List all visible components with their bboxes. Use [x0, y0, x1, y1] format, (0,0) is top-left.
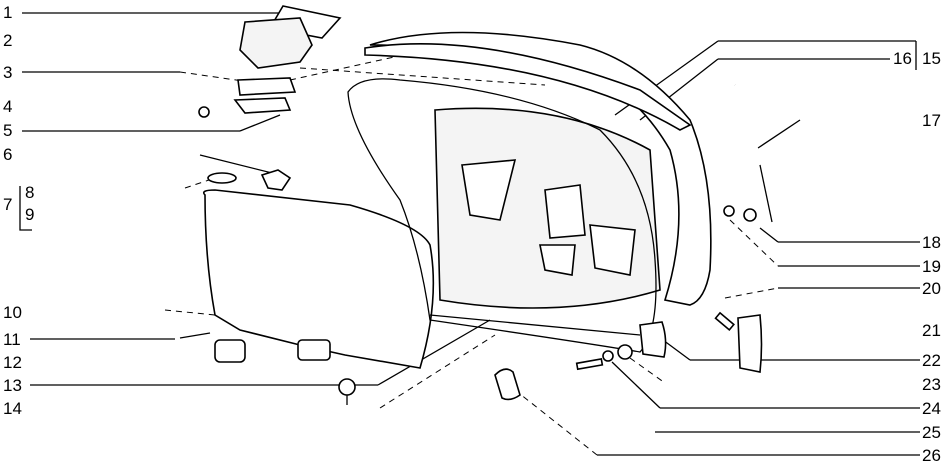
leader-lines-left [19, 12, 496, 409]
callout-14: 14 [3, 399, 22, 418]
callout-12: 12 [3, 353, 22, 372]
callout-2: 2 [3, 31, 13, 50]
callout-10: 10 [3, 303, 22, 322]
callout-21: 21 [922, 321, 941, 340]
callout-16: 16 [893, 49, 912, 68]
callout-26: 26 [922, 446, 941, 465]
leader-lines-right [514, 40, 920, 456]
gas-strut [494, 84, 773, 401]
trim-panel [179, 189, 435, 405]
callout-22: 22 [922, 351, 941, 370]
callout-25: 25 [922, 423, 941, 442]
callout-23: 23 [922, 375, 941, 394]
callout-18: 18 [922, 233, 941, 252]
callout-11: 11 [3, 330, 21, 349]
tailgate [347, 31, 712, 353]
callout-17: 17 [922, 111, 941, 130]
callout-8: 8 [25, 183, 35, 202]
callout-4: 4 [3, 97, 13, 116]
callout-15: 15 [922, 49, 941, 68]
callout-20: 20 [922, 279, 941, 298]
callout-19: 19 [922, 257, 941, 276]
callout-13: 13 [3, 376, 22, 395]
callout-3: 3 [3, 63, 13, 82]
callout-5: 5 [3, 121, 13, 140]
callout-6: 6 [3, 145, 13, 164]
hinge-parts [198, 5, 546, 191]
callout-9: 9 [25, 205, 35, 224]
callout-24: 24 [922, 399, 941, 418]
callout-1: 1 [3, 3, 13, 22]
callout-7: 7 [3, 195, 13, 214]
